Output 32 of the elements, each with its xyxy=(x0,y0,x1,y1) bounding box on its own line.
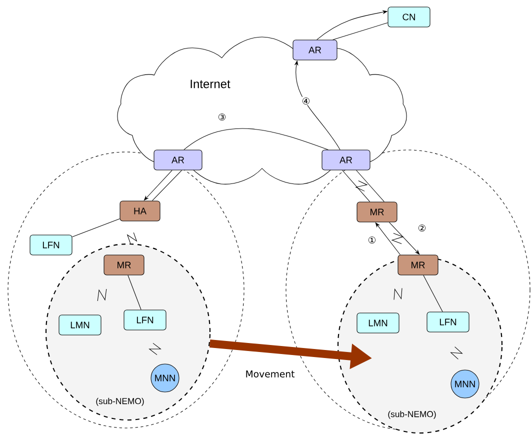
router-box: AR xyxy=(322,150,370,170)
link-line xyxy=(128,274,142,310)
router-box: AR xyxy=(154,150,202,170)
edge-label: ② xyxy=(417,224,427,232)
link-line xyxy=(72,218,120,238)
host-box: LMN xyxy=(356,312,400,334)
wireless-link xyxy=(450,346,463,360)
wireless-link xyxy=(394,288,402,300)
wireless-link xyxy=(126,232,138,244)
wireless-link xyxy=(148,342,162,356)
wireless-link xyxy=(97,288,107,302)
wireless-link xyxy=(355,180,368,192)
router-box: MR xyxy=(356,202,398,222)
router-box: AR xyxy=(292,40,338,60)
host-box: LFN xyxy=(30,234,72,256)
link-line xyxy=(184,128,328,150)
router-box: HA xyxy=(120,200,160,222)
router-box: MR xyxy=(398,254,438,276)
edge-label: ① xyxy=(367,236,377,244)
link-line xyxy=(152,170,182,201)
link-line xyxy=(423,274,443,312)
host-box: LFN xyxy=(426,312,470,332)
router-box: MR xyxy=(104,254,144,276)
link-line xyxy=(332,22,388,40)
host-box: CN xyxy=(388,6,430,28)
host-box: LFN xyxy=(124,310,166,330)
wireless-link xyxy=(391,232,404,244)
link-line xyxy=(356,170,384,202)
edge-label: Movement xyxy=(244,370,296,378)
host-box: LMN xyxy=(58,314,102,336)
network-ellipse xyxy=(8,152,244,428)
link-line xyxy=(342,170,370,202)
